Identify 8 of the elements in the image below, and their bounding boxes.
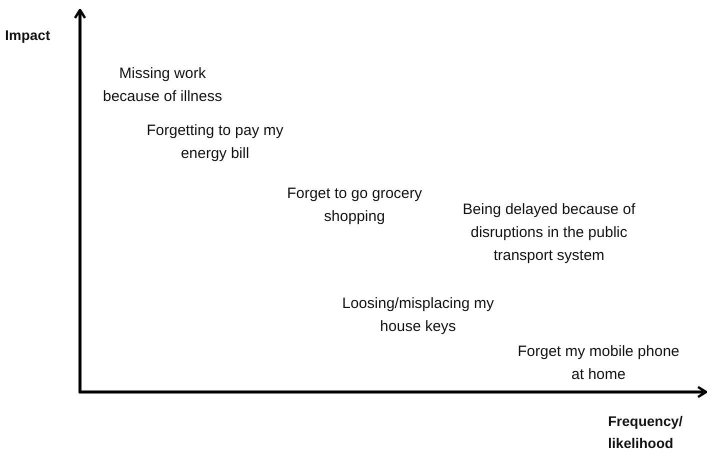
scenario-label: Forget to go grocery shopping [286, 184, 424, 227]
scenario-label: Loosing/misplacing my house keys [341, 294, 495, 337]
scenario-label: Forget my mobile phone at home [516, 342, 680, 385]
axis-title: Impact [5, 26, 52, 45]
scenario-label: Missing work because of illness [102, 64, 224, 107]
axis-title: Frequency/ likelihood [608, 412, 684, 453]
scenario-label: Forgetting to pay my energy bill [146, 121, 284, 164]
scenario-label: Being delayed because of disruptions in the public transport system [462, 200, 636, 266]
